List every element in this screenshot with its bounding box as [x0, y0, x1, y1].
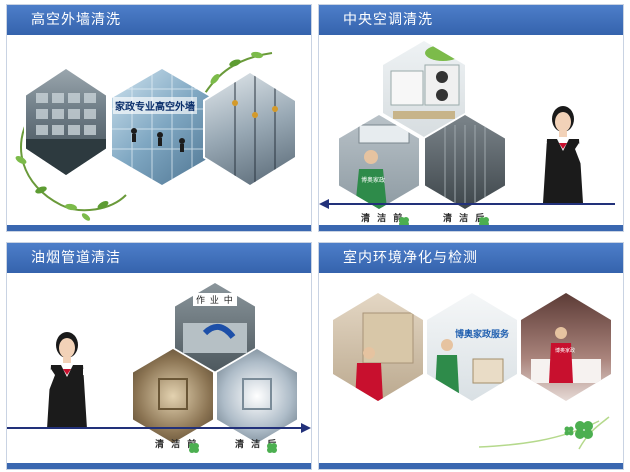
service-promo-image — [427, 293, 517, 401]
clover-icon — [479, 217, 489, 227]
presenter-woman-illustration — [39, 332, 123, 429]
after-label: 清 洁 后 — [443, 214, 487, 224]
panel-footer-bar — [7, 225, 311, 231]
timeline-arrow — [323, 203, 615, 205]
panel-title: 高空外墙清洗 — [7, 5, 311, 35]
grass-decoration — [479, 416, 610, 450]
work-label: 作 业 中 — [193, 293, 237, 306]
panel-footer-bar — [319, 225, 623, 231]
uniform-text: 博奥家政 — [555, 348, 576, 354]
before-label: 清 洁 前 — [361, 214, 405, 224]
panel-exhaust-duct: 油烟管道清洁 作 业 中 清 洁 前 清 洁 后 — [6, 242, 312, 470]
panel-indoor-environment: 室内环境净化与检测 博奥家政服务 博奥家政 — [318, 242, 624, 470]
clover-icon — [267, 443, 277, 453]
room-spraying-image — [333, 293, 423, 401]
arrow-head-icon — [301, 423, 311, 433]
before-label: 清 洁 前 — [155, 440, 199, 450]
presenter-woman-illustration — [519, 106, 591, 203]
panel-footer-bar — [319, 463, 623, 469]
arrow-head-icon — [319, 199, 329, 209]
technician-cleaning-ac-image — [339, 115, 419, 209]
panel-central-ac: 中央空调清洗 博奥家政 — [318, 4, 624, 232]
after-label: 清 洁 后 — [235, 440, 279, 450]
clover-icon — [564, 426, 574, 436]
panel-title: 室内环境净化与检测 — [319, 243, 623, 273]
timeline-arrow — [7, 427, 303, 429]
clover-icon — [575, 421, 593, 439]
service-text: 博奥家政服务 — [455, 330, 510, 340]
ac-filter-image — [425, 115, 505, 209]
panel-title: 油烟管道清洁 — [7, 243, 311, 273]
bedroom-cleaning-image — [521, 293, 611, 401]
vine-decoration-top — [201, 51, 273, 99]
panel-footer-bar — [7, 463, 311, 469]
panel-title: 中央空调清洗 — [319, 5, 623, 35]
clover-icon — [189, 443, 199, 453]
panel-exterior-wall: 高空外墙清洗 — [6, 4, 312, 232]
overlay-caption: 家政专业高空外墙 — [113, 97, 197, 114]
uniform-text: 博奥家政 — [361, 177, 386, 184]
